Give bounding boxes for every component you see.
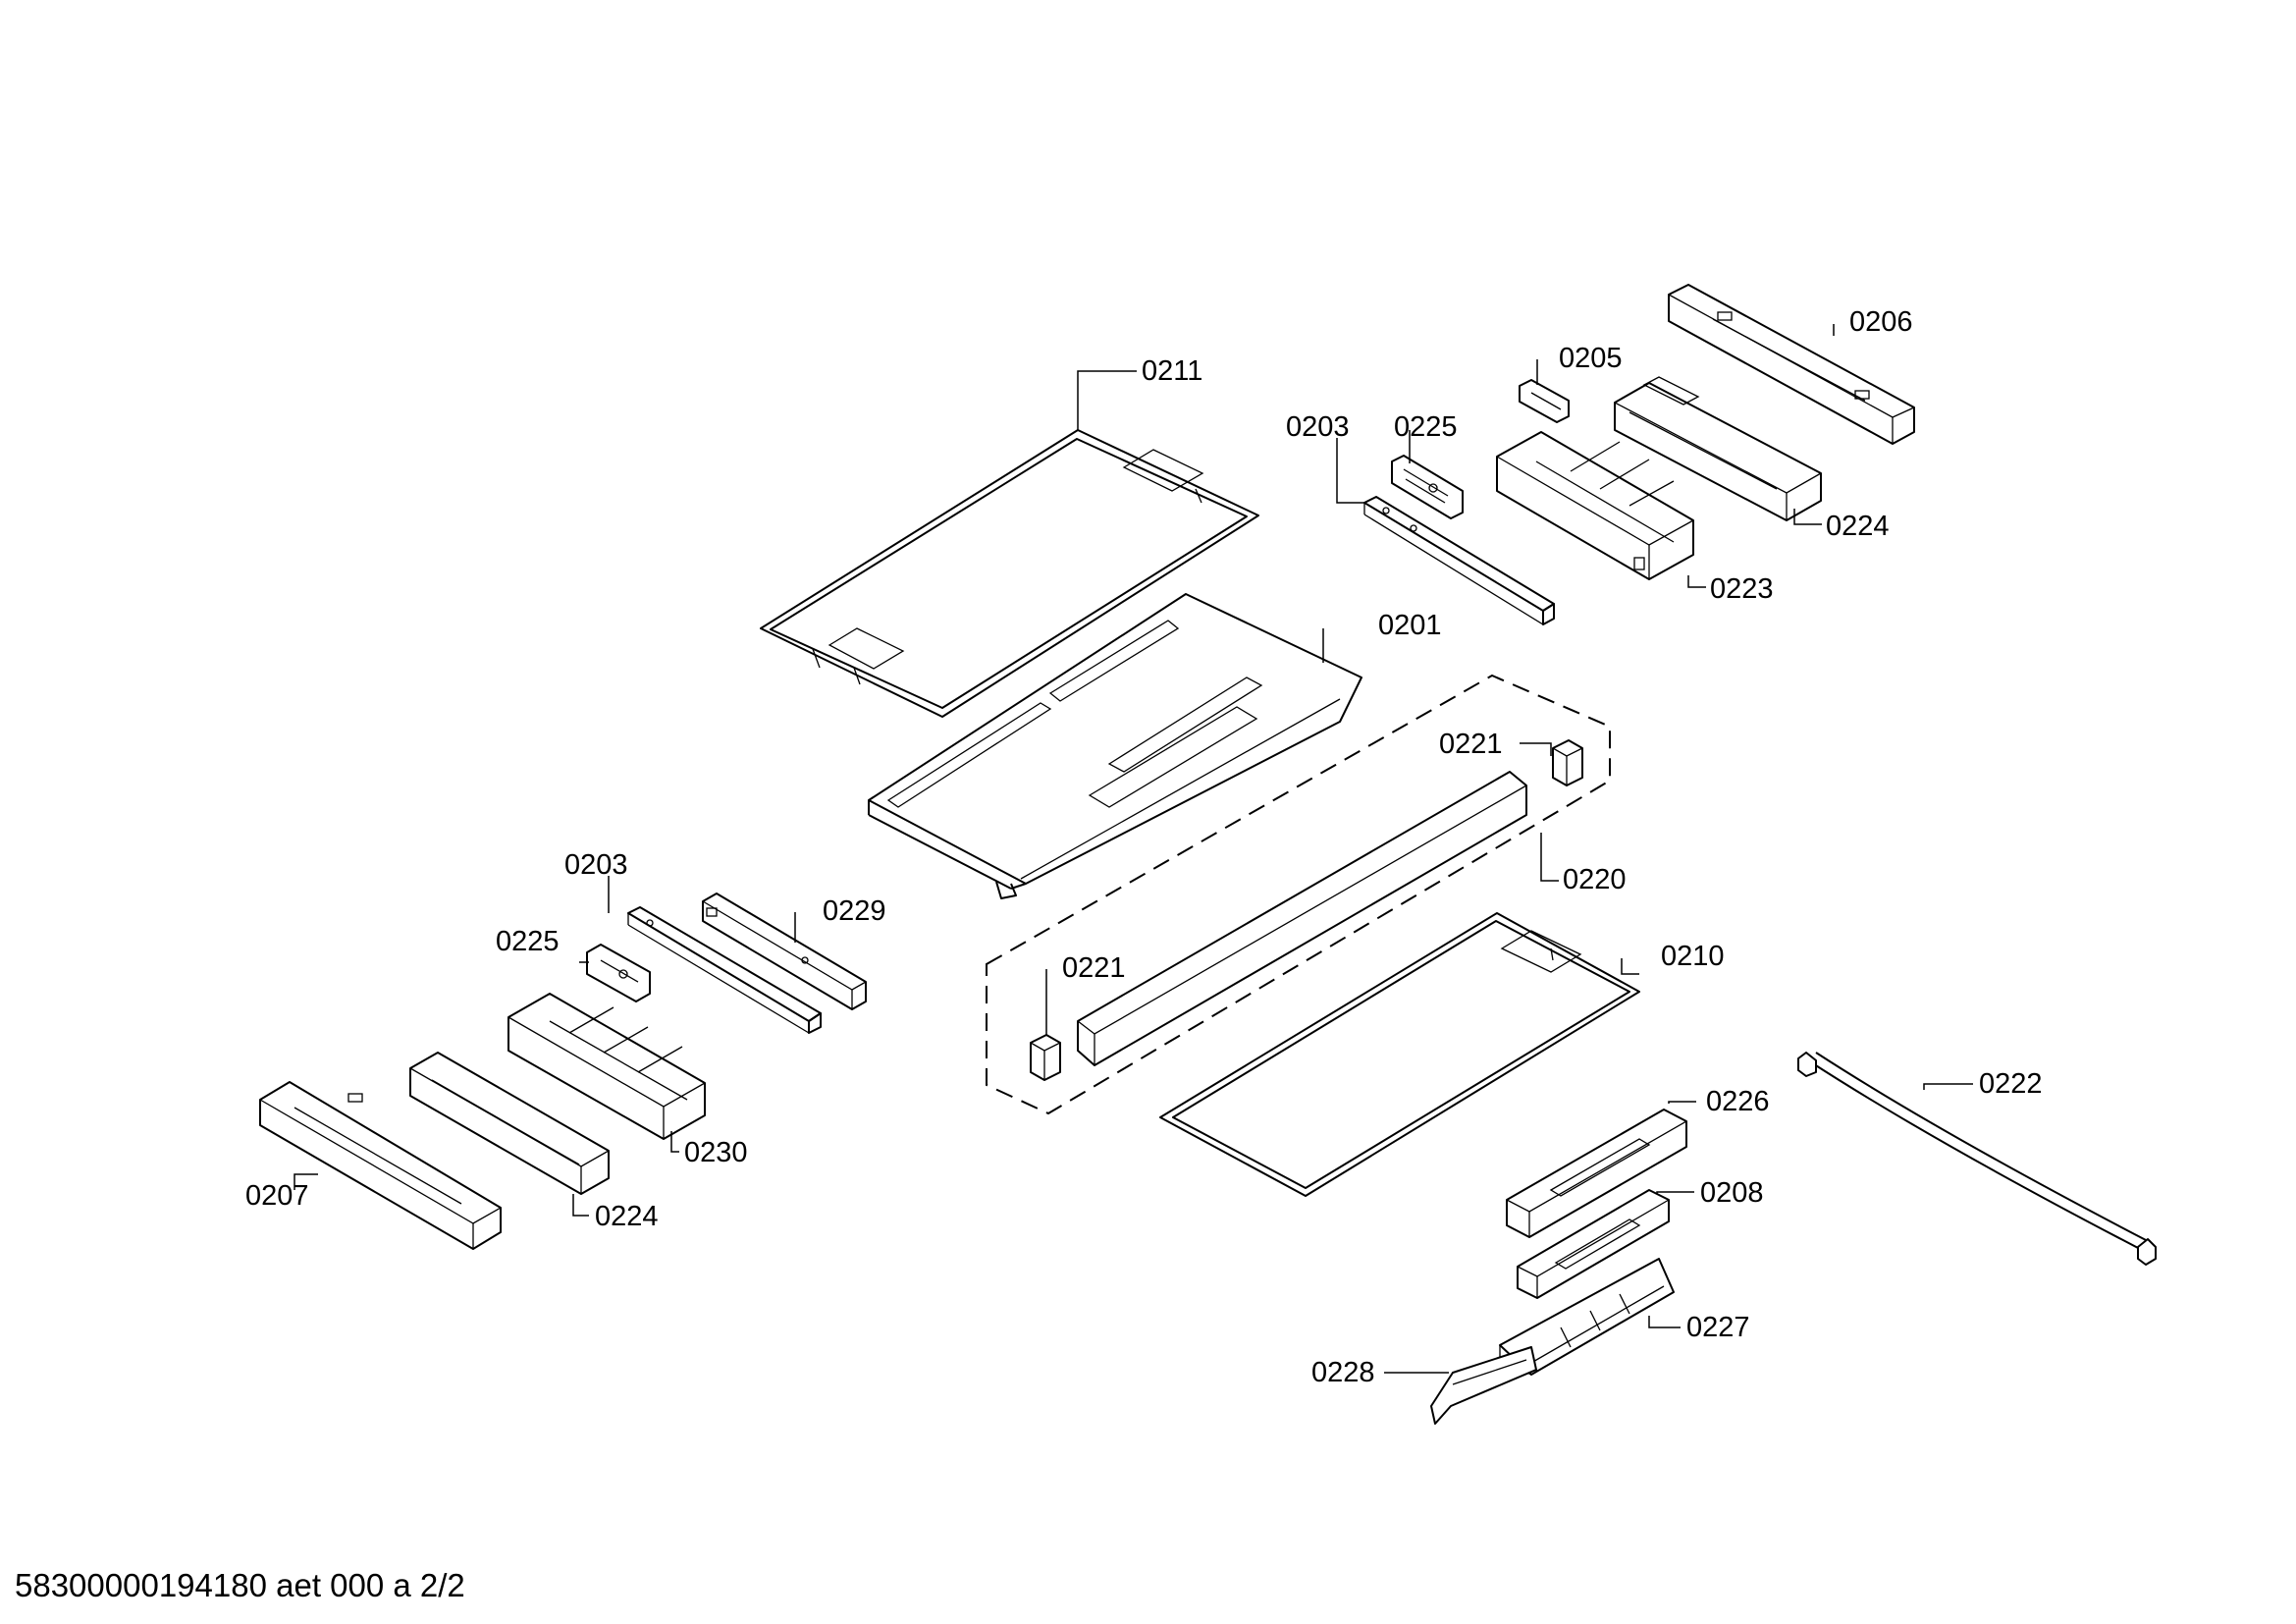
label-0229: 0229: [823, 895, 886, 927]
label-0206: 0206: [1849, 306, 1913, 338]
part-0225-bracket-upper[interactable]: [1391, 455, 1464, 519]
label-0221-lower: 0221: [1062, 952, 1126, 984]
part-0206-channel-upper[interactable]: [1668, 284, 1915, 445]
label-0225-lower: 0225: [496, 926, 560, 957]
label-0228: 0228: [1311, 1357, 1375, 1388]
label-0207: 0207: [245, 1180, 309, 1212]
part-0225-bracket-lower[interactable]: [586, 944, 651, 1002]
label-0225-upper: 0225: [1394, 411, 1458, 443]
label-0203-lower: 0203: [564, 849, 628, 881]
label-0211: 0211: [1142, 355, 1202, 387]
part-0220-assembly-group[interactable]: [986, 674, 1611, 1115]
label-0230: 0230: [684, 1137, 748, 1168]
part-labels: 0211 0203 0225 0205 0206 0224 0223 0201 …: [245, 306, 2043, 1388]
part-0205-clip[interactable]: [1519, 379, 1570, 423]
label-0201: 0201: [1378, 610, 1442, 641]
leader-lines: [294, 324, 1973, 1374]
part-0208-module[interactable]: [1517, 1189, 1670, 1299]
label-0224-upper: 0224: [1826, 511, 1890, 542]
label-0222: 0222: [1979, 1068, 2043, 1100]
part-0201-main-cover[interactable]: [868, 593, 1362, 899]
label-0203-upper: 0203: [1286, 411, 1350, 443]
part-0221-box-upper[interactable]: [1552, 739, 1583, 786]
part-0224-duct-upper[interactable]: [1614, 376, 1822, 521]
label-0227: 0227: [1686, 1312, 1750, 1343]
part-0221-box-lower[interactable]: [1030, 1034, 1061, 1081]
label-0221-upper: 0221: [1439, 729, 1503, 760]
label-0205: 0205: [1559, 343, 1623, 374]
label-0224-lower: 0224: [595, 1201, 659, 1232]
part-0203-rail-lower[interactable]: [627, 906, 822, 1034]
label-0220: 0220: [1563, 864, 1627, 895]
part-0211-filter-frame[interactable]: [760, 429, 1259, 718]
label-0210: 0210: [1661, 941, 1725, 972]
part-0207-channel-lower[interactable]: [259, 1081, 502, 1250]
part-0229-slide-rail[interactable]: [702, 893, 867, 1010]
part-0226-module[interactable]: [1506, 1109, 1687, 1238]
part-0228-nozzle[interactable]: [1430, 1346, 1537, 1425]
part-0220-long-bar[interactable]: [1077, 771, 1527, 1066]
part-0224-duct-lower[interactable]: [409, 1052, 610, 1195]
label-0208: 0208: [1700, 1177, 1764, 1209]
part-0223-housing[interactable]: [1496, 431, 1694, 580]
label-0223: 0223: [1710, 573, 1774, 605]
part-0210-filter-frame[interactable]: [1159, 912, 1640, 1197]
part-0230-housing[interactable]: [507, 993, 706, 1140]
label-0226: 0226: [1706, 1086, 1770, 1117]
part-0222-cable[interactable]: [1797, 1052, 2157, 1266]
part-0203-rail-upper[interactable]: [1363, 496, 1555, 625]
document-number: 58300000194180 aet 000 a 2/2: [15, 1567, 465, 1603]
